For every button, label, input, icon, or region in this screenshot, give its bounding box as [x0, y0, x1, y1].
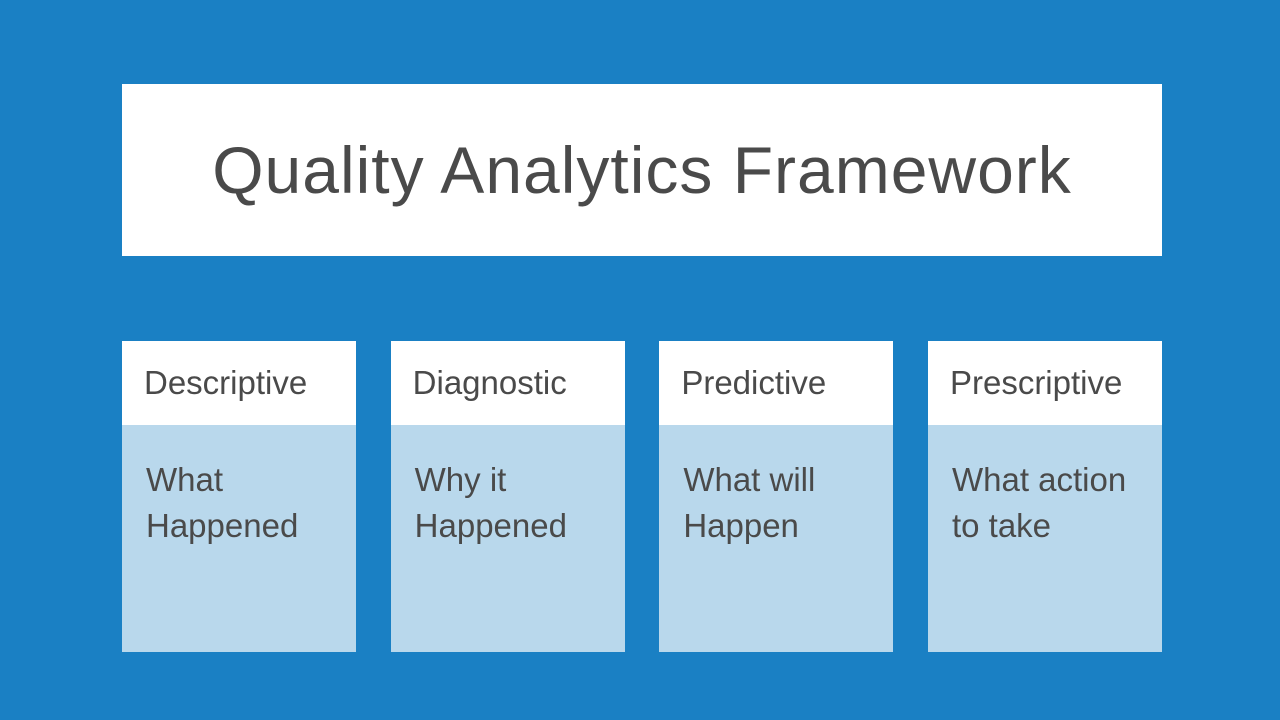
- column-body-text-line2: Happened: [414, 507, 567, 544]
- column-diagnostic: Diagnostic Why it Happened: [390, 341, 625, 652]
- column-body-predictive: What will Happen: [659, 425, 894, 652]
- analytics-columns: Descriptive What Happened Diagnostic Why…: [122, 341, 1162, 652]
- title-box: Quality Analytics Framework: [122, 84, 1162, 256]
- column-header-predictive: Predictive: [659, 341, 894, 425]
- slide-title: Quality Analytics Framework: [212, 133, 1072, 207]
- column-header-prescriptive: Prescriptive: [927, 341, 1162, 425]
- column-body-text-line2: Happen: [683, 507, 799, 544]
- column-body-text-line1: What action: [951, 461, 1127, 498]
- column-descriptive: Descriptive What Happened: [122, 341, 356, 652]
- column-body-descriptive: What Happened: [122, 425, 356, 652]
- column-body-prescriptive: What action to take: [927, 425, 1162, 652]
- column-header-descriptive: Descriptive: [122, 341, 356, 425]
- column-body-text-line2: to take: [951, 507, 1052, 544]
- column-body-text-line2: Happened: [146, 507, 299, 544]
- column-prescriptive: Prescriptive What action to take: [927, 341, 1162, 652]
- column-body-text-line1: Why it: [414, 461, 507, 498]
- column-body-text-line1: What: [146, 461, 224, 498]
- column-header-diagnostic: Diagnostic: [390, 341, 625, 425]
- column-body-diagnostic: Why it Happened: [390, 425, 625, 652]
- column-body-text-line1: What will: [683, 461, 816, 498]
- column-predictive: Predictive What will Happen: [659, 341, 894, 652]
